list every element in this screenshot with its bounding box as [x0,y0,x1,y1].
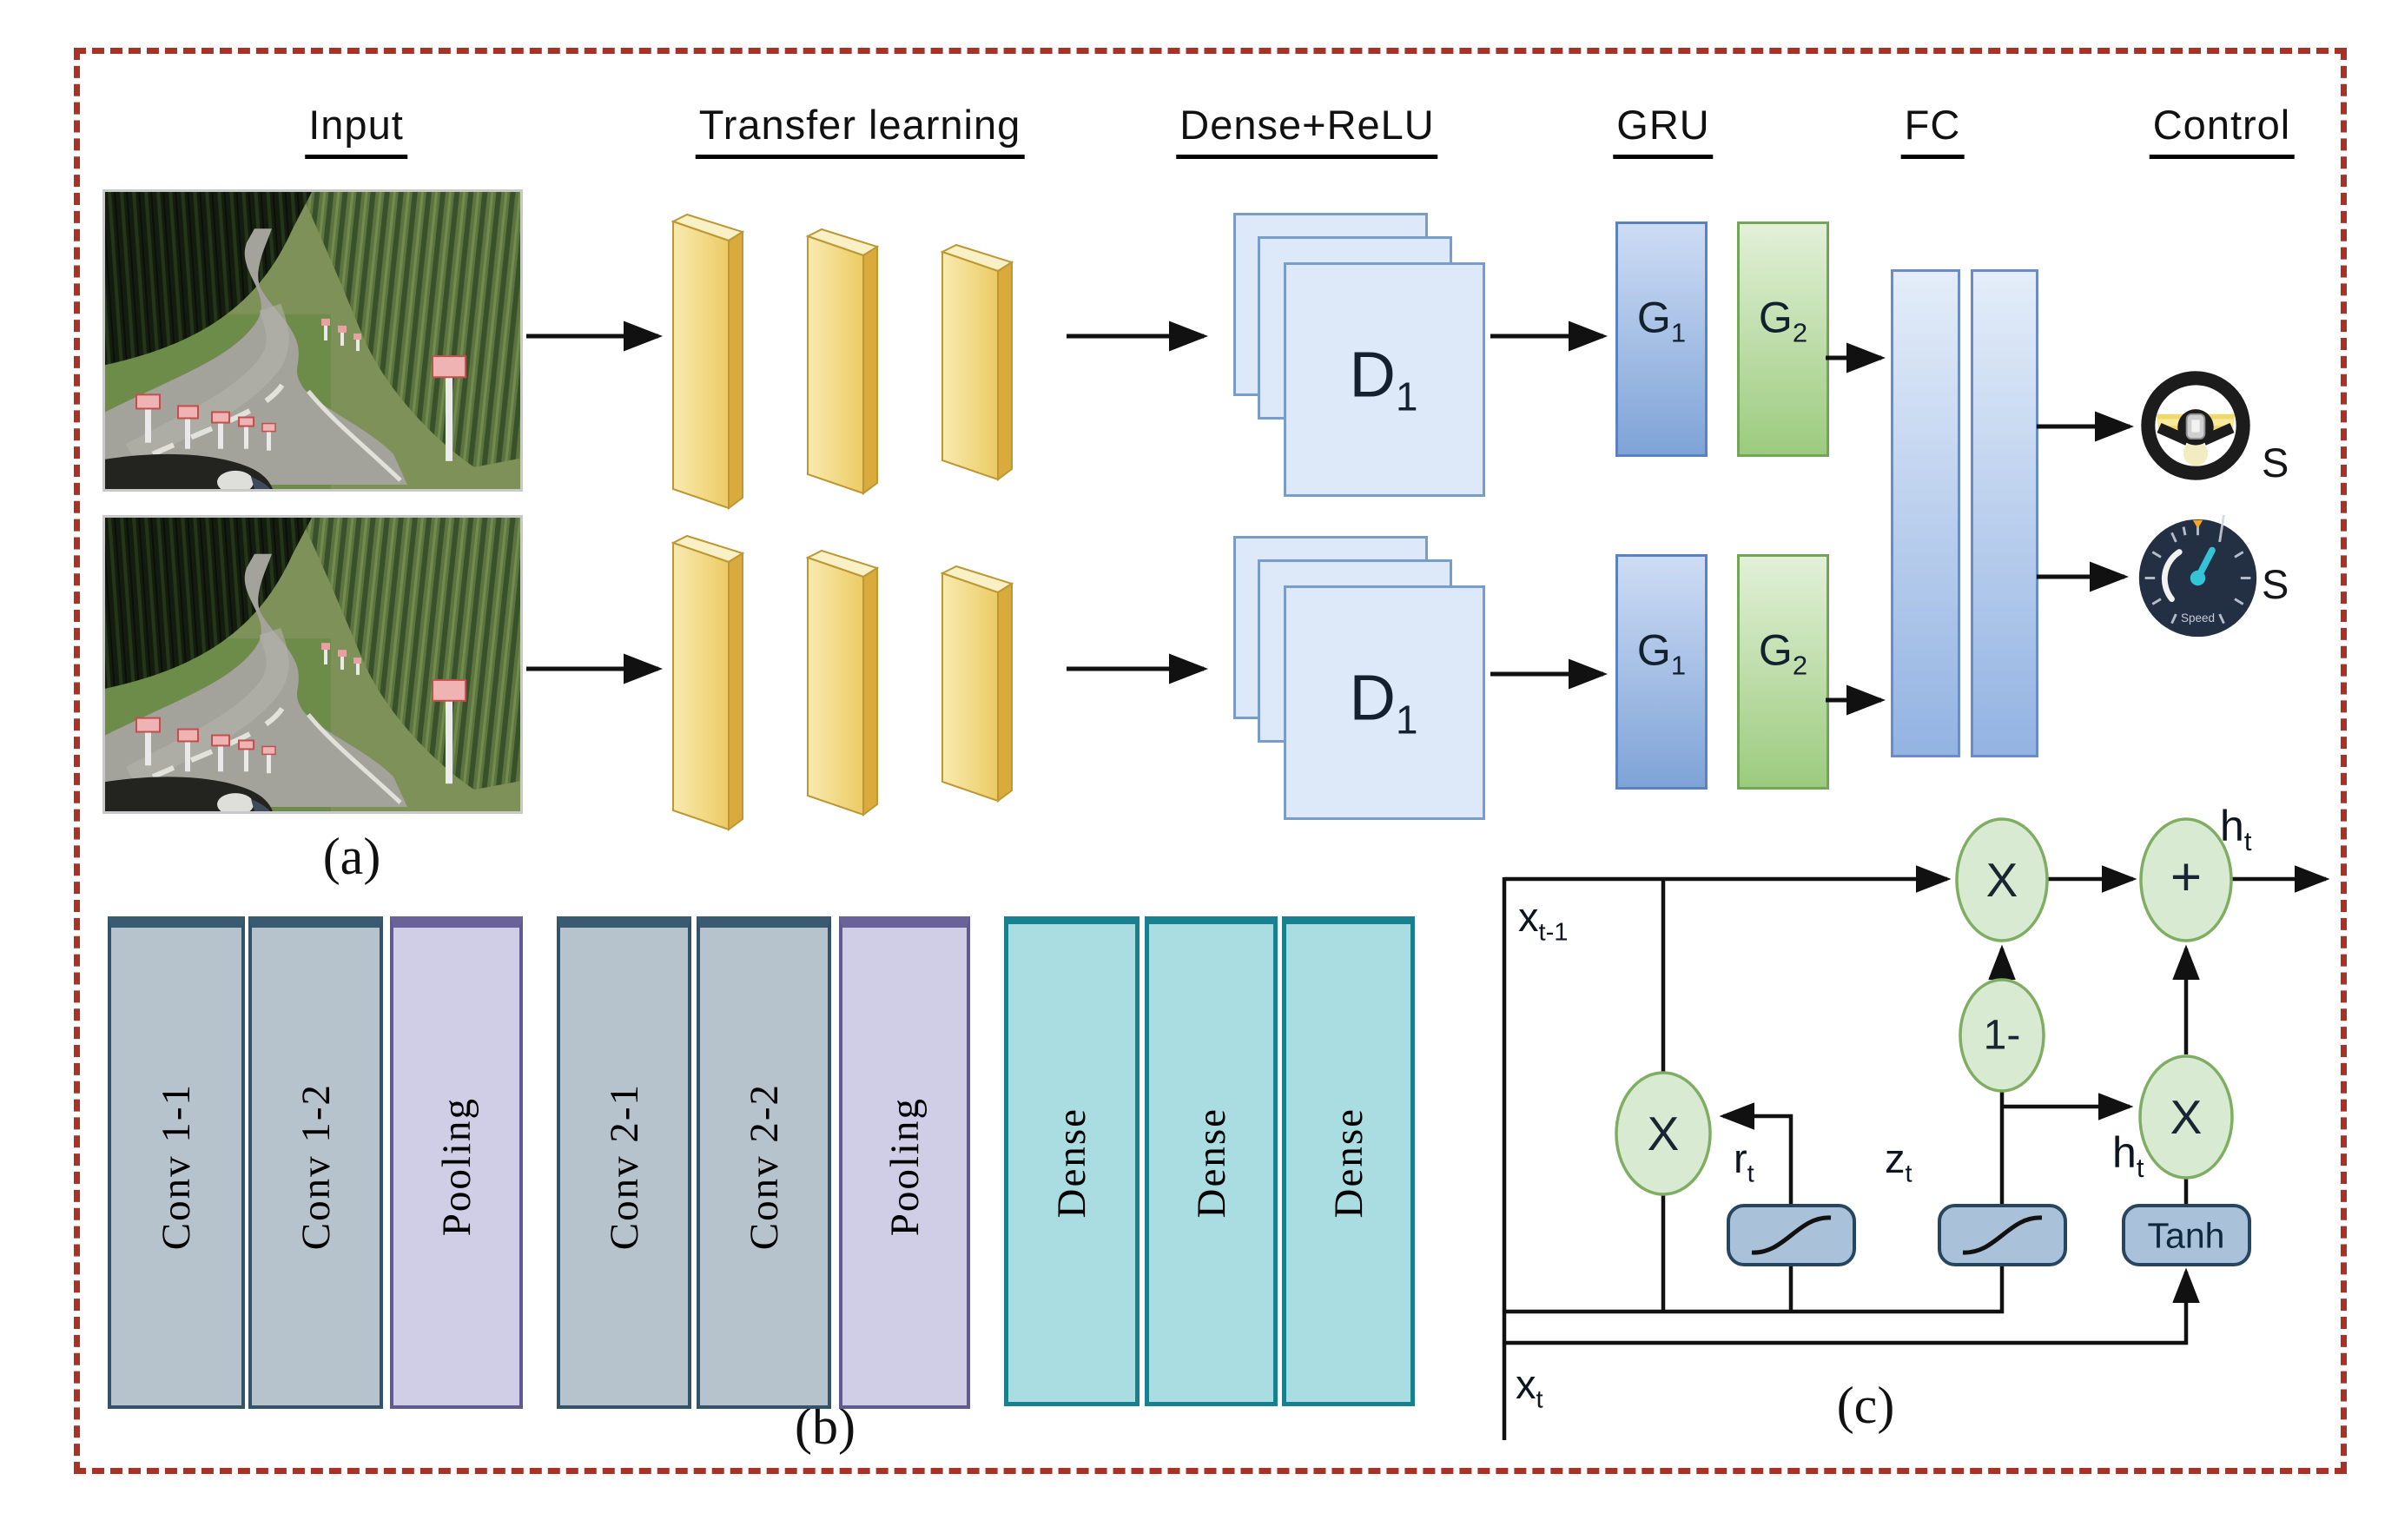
bar-dense-2: Dense [1145,916,1278,1406]
gru2-box-row1: G2 [1737,221,1829,457]
bar-conv-1-1: Conv 1-1 [108,916,245,1409]
bar-conv-1-2: Conv 1-2 [248,916,383,1409]
fc-bar-1 [1891,269,1960,757]
panel-a-label: (a) [322,828,381,885]
header-input: Input [305,101,407,159]
header-dense-relu: Dense+ReLU [1176,101,1438,159]
x-t-label: xt [1516,1361,1543,1414]
h-t-out-label: ht [2220,802,2252,856]
multiply-right-text: X [2170,1090,2203,1144]
fc-bar-2 [1971,269,2038,757]
gru1-label-row2: G1 [1636,625,1687,681]
dense-stack1-front [1284,262,1485,497]
gru2-label-row2: G2 [1758,625,1808,681]
header-fc: FC [1900,101,1965,159]
bar-pooling-1: Pooling [390,916,523,1409]
h-t-mid-label: ht [2112,1128,2144,1183]
dense-stack1-label: D1 [1349,338,1418,420]
multiply-left-text: X [1647,1107,1680,1160]
gru1-label-row1: G1 [1636,293,1687,348]
speedometer-icon: Speed [2138,515,2257,638]
z-t-label: zt [1885,1135,1912,1188]
dense-stack2-label: D1 [1349,661,1418,743]
header-gru: GRU [1613,101,1714,159]
gru2-label-row1: G2 [1758,293,1808,348]
panel-c-label: (c) [1836,1377,1895,1434]
r-t-label: rt [1734,1135,1754,1188]
figure-border [74,48,2347,1474]
steering-wheel-icon [2141,371,2250,480]
speed-output-label: S [2262,561,2289,607]
bar-conv-2-1: Conv 2-1 [557,916,691,1409]
multiply-top-text: X [1985,853,2018,907]
header-control: Control [2149,101,2295,159]
header-transfer-learning: Transfer learning [695,101,1025,159]
speedometer-text: Speed [2181,611,2215,625]
road-scene-2 [105,518,520,811]
bar-pooling-2: Pooling [839,916,970,1409]
road-scene-1 [105,192,520,489]
bar-dense-1: Dense [1004,916,1140,1406]
speedometer-ticks [2144,515,2251,625]
x-prev-label: xt-1 [1518,894,1569,947]
input-image-1 [102,189,523,492]
gru1-box-row1: G1 [1615,221,1708,457]
input-image-2 [102,515,523,814]
steering-output-label: S [2262,440,2289,486]
tanh-text: Tanh [2147,1215,2225,1256]
bar-dense-3: Dense [1282,916,1415,1406]
one-minus-text: 1- [1983,1012,2021,1059]
add-text: + [2170,847,2203,908]
gru2-box-row2: G2 [1737,554,1829,790]
bar-conv-2-2: Conv 2-2 [697,916,831,1409]
gru1-box-row2: G1 [1615,554,1708,790]
dense-stack2-front [1284,585,1485,820]
